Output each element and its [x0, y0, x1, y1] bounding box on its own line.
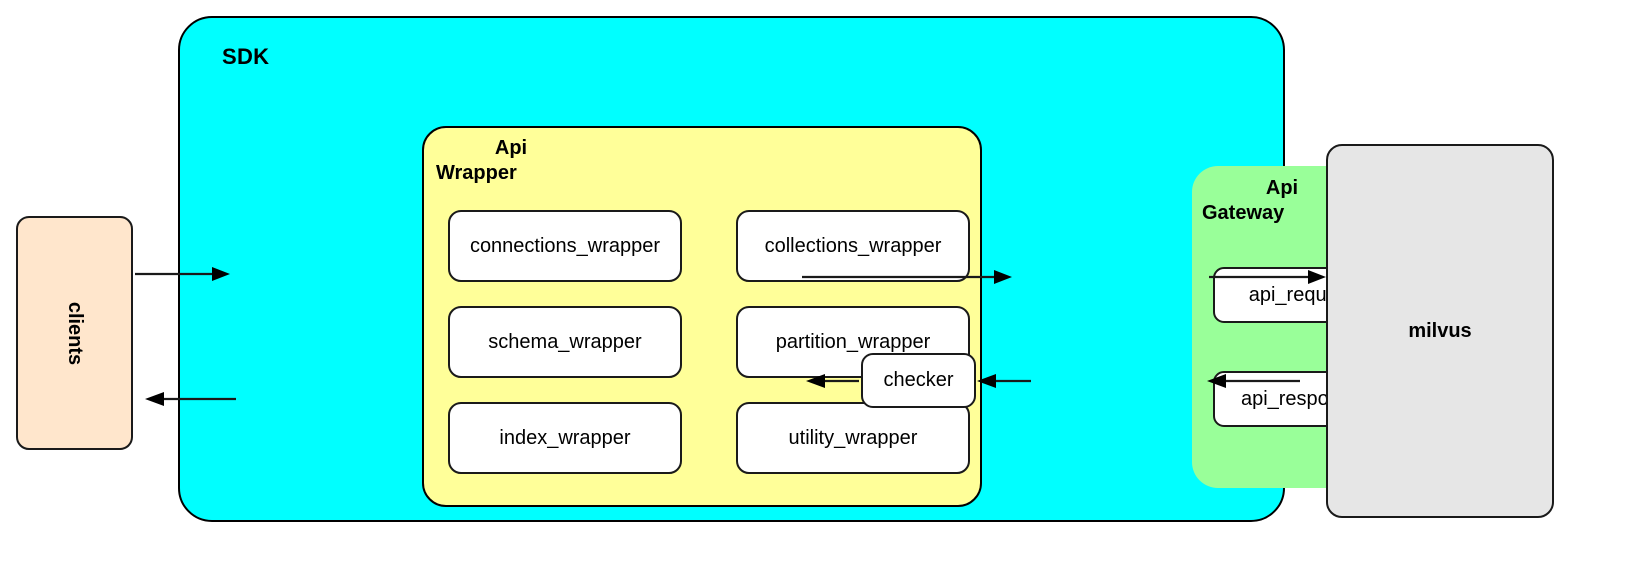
node-label: partition_wrapper: [775, 330, 931, 353]
clients-label: clients: [63, 301, 86, 365]
api-gateway-label-line1: Api: [1265, 177, 1299, 199]
sdk-container[interactable]: SDK Api Wrapper connections_wrapper coll…: [178, 16, 1420, 522]
node-label: index_wrapper: [499, 426, 631, 449]
api-gateway-label: Api Gateway: [1202, 176, 1362, 226]
api-wrapper-label-line2: Wrapper: [436, 162, 517, 184]
api-gateway-label-line2: Gateway: [1202, 202, 1285, 224]
api-wrapper-label-line1: Api: [494, 137, 528, 159]
sdk-label: SDK: [222, 44, 270, 69]
node-label: schema_wrapper: [488, 330, 642, 353]
api-wrapper-container[interactable]: Api Wrapper connections_wrapper collecti…: [422, 126, 982, 507]
node-collections-wrapper[interactable]: collections_wrapper: [736, 210, 970, 282]
node-partition-wrapper[interactable]: partition_wrapper: [736, 306, 970, 378]
node-label: utility_wrapper: [788, 426, 918, 449]
milvus-node[interactable]: milvus: [1326, 144, 1554, 518]
api-wrapper-label: Api Wrapper: [436, 136, 586, 186]
node-connections-wrapper[interactable]: connections_wrapper: [448, 210, 682, 282]
node-label: collections_wrapper: [764, 234, 942, 257]
node-checker[interactable]: checker: [861, 353, 976, 408]
node-label: checker: [883, 369, 954, 391]
node-index-wrapper[interactable]: index_wrapper: [448, 402, 682, 474]
node-utility-wrapper[interactable]: utility_wrapper: [736, 402, 970, 474]
milvus-label: milvus: [1408, 319, 1472, 342]
node-schema-wrapper[interactable]: schema_wrapper: [448, 306, 682, 378]
node-label: connections_wrapper: [469, 234, 661, 257]
clients-node[interactable]: clients: [16, 216, 133, 450]
